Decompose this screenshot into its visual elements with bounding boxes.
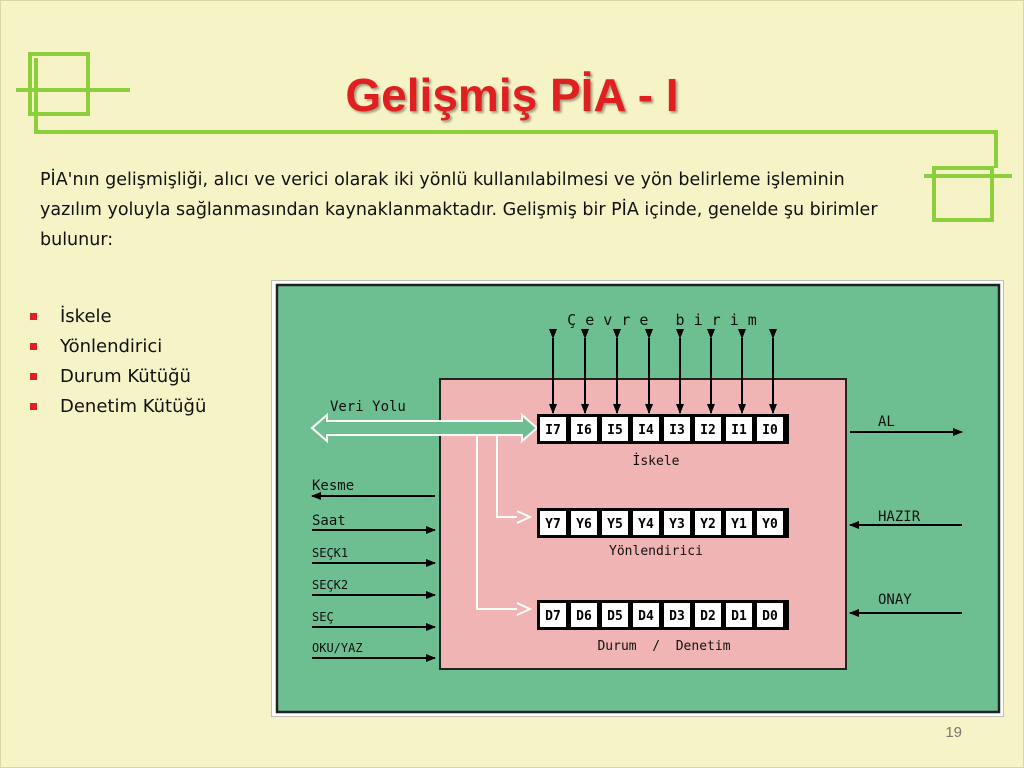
status-bit: D2 bbox=[700, 609, 716, 624]
receive-label: AL bbox=[878, 414, 895, 430]
port-bit: I4 bbox=[638, 423, 654, 438]
port-bit: I3 bbox=[669, 423, 685, 438]
slide-title: Gelişmiş PİA - I bbox=[345, 69, 679, 121]
select2-label: SEÇK2 bbox=[312, 578, 348, 592]
select1-label: SEÇK1 bbox=[312, 546, 348, 560]
list-item: Durum Kütüğü bbox=[28, 362, 206, 392]
status-control-label: Durum / Denetim bbox=[597, 639, 730, 654]
direction-register: Y7 Y6 Y5 Y4 Y3 Y2 Y1 Y0 bbox=[537, 508, 789, 538]
status-bit: D1 bbox=[731, 609, 747, 624]
diagram-canvas: Ç e v r e b i r i m Veri Yolu bbox=[275, 283, 1001, 714]
page-number: 19 bbox=[945, 724, 962, 741]
internal-bus-lines bbox=[476, 435, 533, 616]
left-signal-arrows bbox=[311, 492, 436, 662]
bullet-square-icon bbox=[30, 403, 37, 410]
status-bit: D0 bbox=[762, 609, 778, 624]
ready-label: HAZIR bbox=[878, 509, 921, 525]
list-item: Denetim Kütüğü bbox=[28, 392, 206, 422]
list-item-label: Durum Kütüğü bbox=[60, 366, 191, 387]
status-control-register: D7 D6 D5 D4 D3 D2 D1 D0 bbox=[537, 600, 789, 630]
list-item-label: İskele bbox=[60, 306, 112, 327]
right-signal-arrows bbox=[849, 428, 963, 617]
status-bit: D3 bbox=[669, 609, 685, 624]
port-bit: I0 bbox=[762, 423, 778, 438]
bullet-square-icon bbox=[30, 373, 37, 380]
direction-bit: Y5 bbox=[607, 517, 623, 532]
read-write-label: OKU/YAZ bbox=[312, 641, 363, 655]
bullet-square-icon bbox=[30, 313, 37, 320]
clock-label: Saat bbox=[312, 513, 346, 529]
port-bit: I1 bbox=[731, 423, 747, 438]
port-label: İskele bbox=[633, 453, 680, 469]
acknowledge-label: ONAY bbox=[878, 592, 912, 608]
direction-bit: Y0 bbox=[762, 517, 778, 532]
port-bit: I2 bbox=[700, 423, 716, 438]
bullet-square-icon bbox=[30, 343, 37, 350]
interrupt-label: Kesme bbox=[312, 478, 354, 494]
list-item: İskele bbox=[28, 302, 206, 332]
port-bit: I7 bbox=[545, 423, 561, 438]
direction-bit: Y4 bbox=[638, 517, 654, 532]
status-bit: D4 bbox=[638, 609, 654, 624]
port-register: I7 I6 I5 I4 I3 I2 I1 I0 bbox=[537, 414, 789, 444]
direction-bit: Y6 bbox=[576, 517, 592, 532]
list-item-label: Denetim Kütüğü bbox=[60, 396, 207, 417]
data-bus-label: Veri Yolu bbox=[330, 399, 406, 415]
status-bit: D6 bbox=[576, 609, 592, 624]
direction-bit: Y3 bbox=[669, 517, 685, 532]
status-bit: D7 bbox=[545, 609, 561, 624]
peripheral-bus-arrows bbox=[549, 329, 777, 414]
status-bit: D5 bbox=[607, 609, 623, 624]
direction-bit: Y7 bbox=[545, 517, 561, 532]
peripheral-label: Ç e v r e b i r i m bbox=[567, 311, 757, 329]
direction-bit: Y1 bbox=[731, 517, 747, 532]
pia-block-diagram: Ç e v r e b i r i m Veri Yolu bbox=[271, 280, 1004, 717]
direction-bit: Y2 bbox=[700, 517, 716, 532]
unit-list: İskele Yönlendirici Durum Kütüğü Denetim… bbox=[28, 302, 206, 422]
port-bit: I5 bbox=[607, 423, 623, 438]
intro-paragraph: PİA'nın gelişmişliği, alıcı ve verici ol… bbox=[40, 170, 878, 250]
select-label: SEÇ bbox=[312, 610, 334, 624]
port-bit: I6 bbox=[576, 423, 592, 438]
list-item: Yönlendirici bbox=[28, 332, 206, 362]
list-item-label: Yönlendirici bbox=[60, 336, 163, 357]
direction-label: Yönlendirici bbox=[609, 544, 703, 559]
